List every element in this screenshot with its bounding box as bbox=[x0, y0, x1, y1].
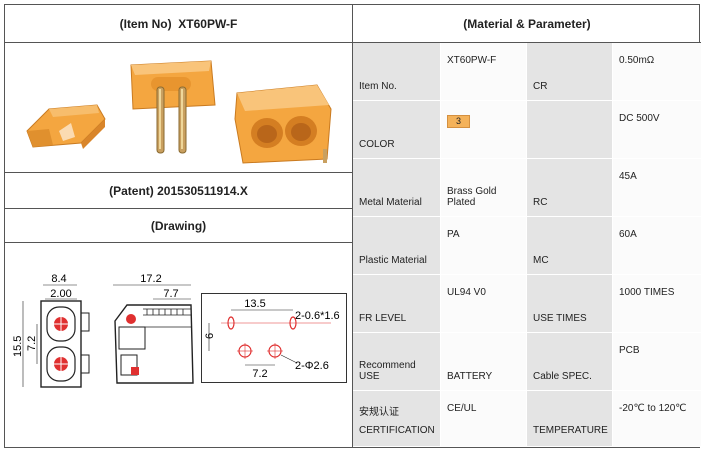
dim-front-h2: 7.2 bbox=[26, 336, 38, 351]
table-row: FR LEVEL UL94 V0 USE TIMES 1000 TIMES bbox=[353, 275, 701, 333]
dim-front-w1: 8.4 bbox=[51, 273, 66, 285]
connector-pins-image bbox=[130, 60, 216, 154]
param-value: 60A bbox=[619, 229, 637, 240]
pcb-footprint-drawing: 13.5 2-0.6*1.6 6 7.2 2-Φ2.6 bbox=[204, 298, 340, 380]
pcb-footprint-box bbox=[201, 293, 347, 383]
patent-prefix: (Patent) bbox=[109, 183, 154, 198]
dim-pcb-d1: 13.5 bbox=[244, 298, 265, 310]
param-value: 45A bbox=[619, 171, 637, 182]
connector-cap-image bbox=[26, 104, 106, 149]
patent-value: 201530511914.X bbox=[157, 183, 248, 198]
table-row: COLOR 3 DC 500V bbox=[353, 101, 701, 159]
param-label-cn: 安规认证 bbox=[359, 407, 399, 418]
dim-front-h1: 15.5 bbox=[12, 336, 24, 357]
param-header: (Material & Parameter) bbox=[353, 5, 701, 43]
item-value: XT60PW-F bbox=[178, 16, 238, 31]
param-value: DC 500V bbox=[619, 113, 660, 124]
param-label: Plastic Material bbox=[359, 255, 427, 266]
table-row: Item No. XT60PW-F CR 0.50mΩ bbox=[353, 43, 701, 101]
param-value: -20℃ to 120℃ bbox=[619, 403, 687, 414]
dim-pcb-d4: 7.2 bbox=[252, 368, 267, 380]
table-row: Plastic Material PA MC 60A bbox=[353, 217, 701, 275]
color-swatch: 3 bbox=[447, 115, 471, 128]
spec-sheet: (Item No) XT60PW-F bbox=[4, 4, 701, 448]
param-label: CERTIFICATION bbox=[359, 425, 435, 436]
item-number-header: (Item No) XT60PW-F bbox=[5, 5, 352, 43]
param-label: CR bbox=[533, 81, 548, 92]
param-value: Brass Gold Plated bbox=[447, 186, 497, 208]
connector-front-image bbox=[234, 84, 332, 164]
param-label: TEMPERATURE bbox=[533, 425, 608, 436]
dim-pcb-d2: 2-0.6*1.6 bbox=[295, 310, 340, 322]
drawing-header: (Drawing) bbox=[5, 209, 352, 243]
param-label: RC bbox=[533, 197, 548, 208]
param-table: Item No. XT60PW-F CR 0.50mΩ COLOR 3 DC 5… bbox=[353, 43, 701, 447]
dim-side-w1: 17.2 bbox=[140, 273, 161, 285]
table-row: Recommend USE BATTERY Cable SPEC. PCB bbox=[353, 333, 701, 391]
front-view-drawing: 8.4 2.00 15.5 7.2 bbox=[12, 273, 90, 388]
param-label: MC bbox=[533, 255, 549, 266]
technical-drawing: 8.4 2.00 15.5 7.2 bbox=[5, 243, 352, 447]
dim-side-w2: 7.7 bbox=[163, 288, 178, 300]
patent-row: (Patent) 201530511914.X bbox=[5, 173, 352, 209]
param-header-text: (Material & Parameter) bbox=[463, 16, 591, 31]
param-value: 0.50mΩ bbox=[619, 55, 655, 66]
left-column: (Item No) XT60PW-F bbox=[5, 5, 352, 447]
product-photos bbox=[5, 43, 352, 173]
drawing-label: (Drawing) bbox=[150, 218, 207, 233]
param-value: PCB bbox=[619, 345, 640, 356]
param-value: 1000 TIMES bbox=[619, 287, 675, 298]
param-value: PA bbox=[447, 229, 460, 240]
param-value: CE/UL bbox=[447, 403, 477, 414]
param-label: USE TIMES bbox=[533, 313, 587, 324]
dim-pcb-d5: 2-Φ2.6 bbox=[295, 360, 329, 372]
right-column: (Material & Parameter) Item No. XT60PW-F… bbox=[352, 5, 701, 447]
param-label: Recommend USE bbox=[359, 360, 416, 382]
param-label: FR LEVEL bbox=[359, 313, 407, 324]
table-row: 安规认证 CERTIFICATION CE/UL TEMPERATURE -20… bbox=[353, 391, 701, 447]
param-label: COLOR bbox=[359, 139, 395, 150]
side-view-drawing: 17.2 7.7 bbox=[113, 273, 194, 384]
param-label: Cable SPEC. bbox=[533, 371, 592, 382]
param-value: BATTERY bbox=[447, 371, 493, 382]
dim-pcb-d3: 6 bbox=[204, 333, 216, 339]
param-label: Item No. bbox=[359, 81, 397, 92]
param-value: XT60PW-F bbox=[447, 55, 497, 66]
table-row: Metal Material Brass Gold Plated RC 45A bbox=[353, 159, 701, 217]
dim-front-w2: 2.00 bbox=[50, 288, 71, 300]
param-value: UL94 V0 bbox=[447, 287, 486, 298]
param-label: Metal Material bbox=[359, 197, 422, 208]
item-prefix: (Item No) bbox=[119, 16, 172, 31]
